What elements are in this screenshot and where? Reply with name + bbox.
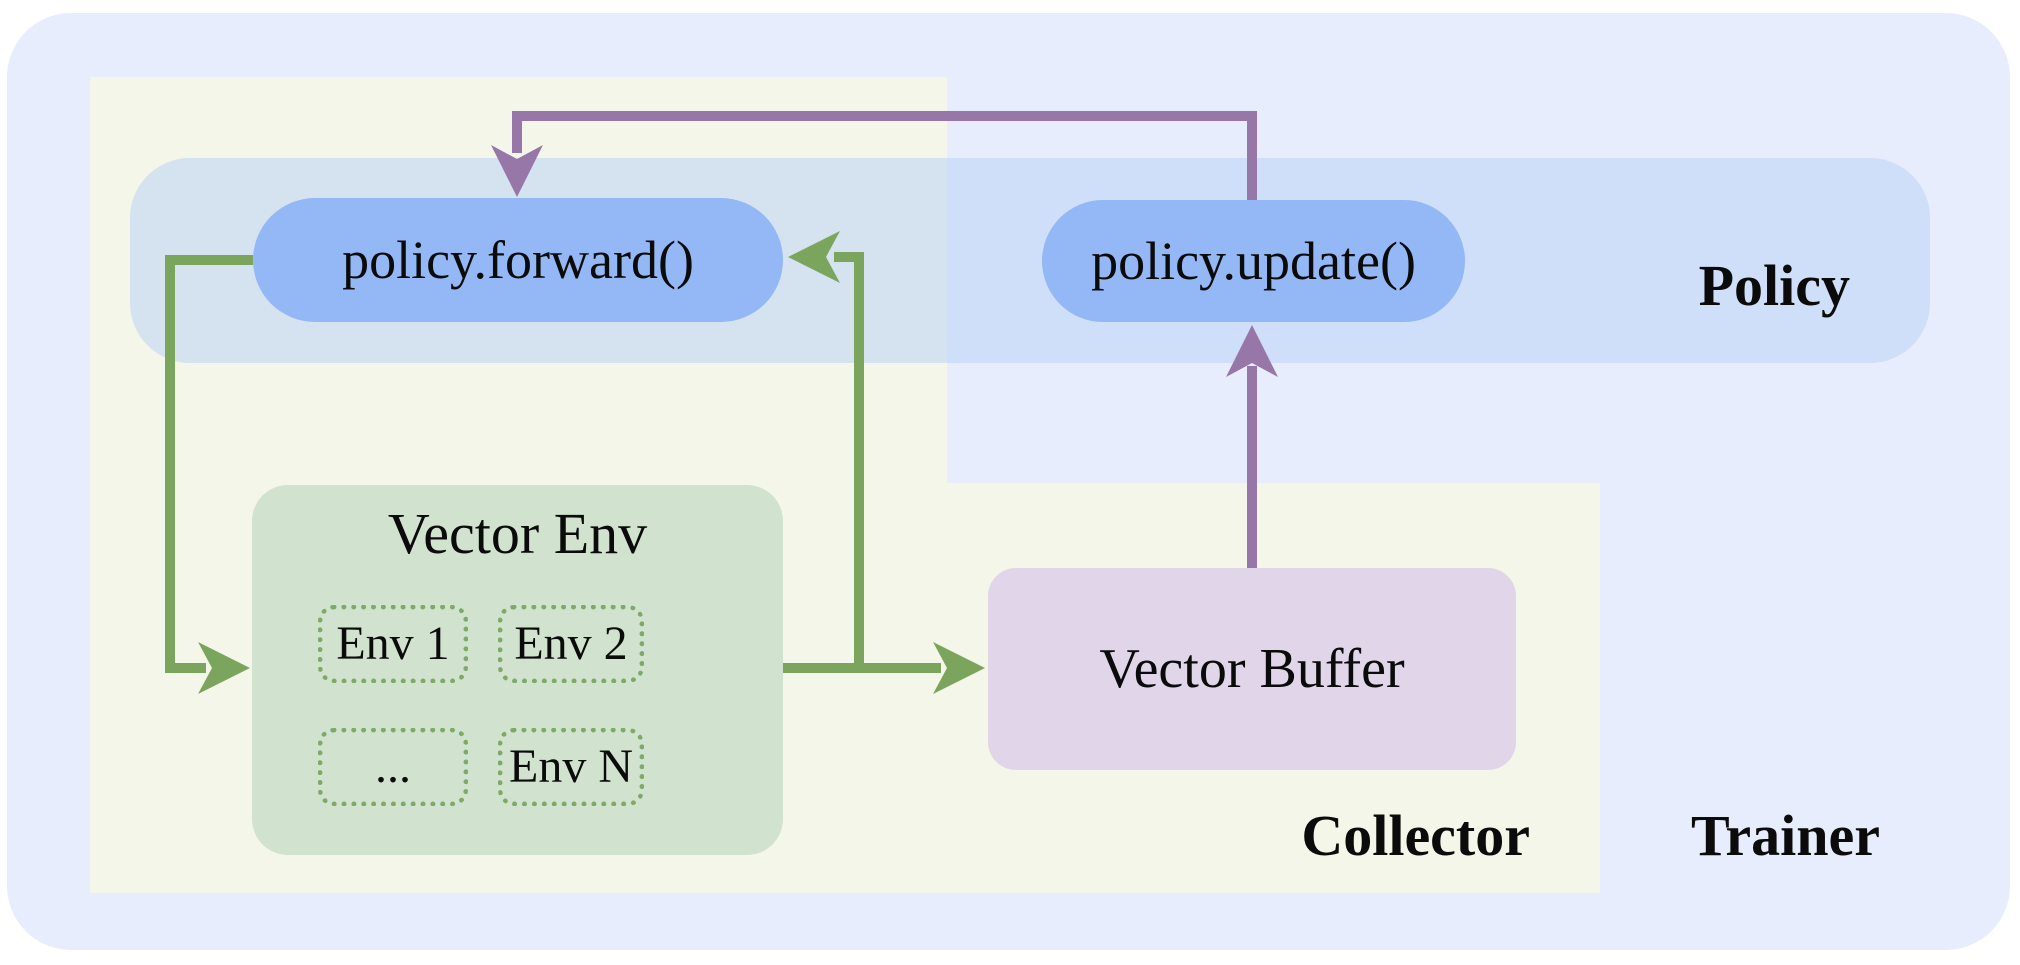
vector-buffer-label: Vector Buffer <box>1099 638 1405 700</box>
trainer-region-label: Trainer <box>1691 803 1880 868</box>
env-1-box: Env 1 <box>318 605 468 683</box>
policy-forward-node: policy.forward() <box>253 198 783 322</box>
policy-update-label: policy.update() <box>1091 231 1416 291</box>
env-n-label: Env N <box>509 740 633 793</box>
env-n-box: Env N <box>498 728 644 806</box>
policy-region-label: Policy <box>1698 253 1850 318</box>
env-1-label: Env 1 <box>336 617 450 670</box>
collector-region-label: Collector <box>1301 803 1530 868</box>
policy-forward-label: policy.forward() <box>342 230 694 290</box>
env-ellipsis-box: ... <box>318 728 468 806</box>
policy-update-node: policy.update() <box>1042 200 1465 322</box>
vector-env-title: Vector Env <box>387 500 648 566</box>
env-ellipsis-label: ... <box>375 740 411 793</box>
env-2-box: Env 2 <box>498 605 644 683</box>
vector-env-box <box>252 485 783 855</box>
vector-buffer-node: Vector Buffer <box>988 568 1516 770</box>
env-2-label: Env 2 <box>514 617 628 670</box>
